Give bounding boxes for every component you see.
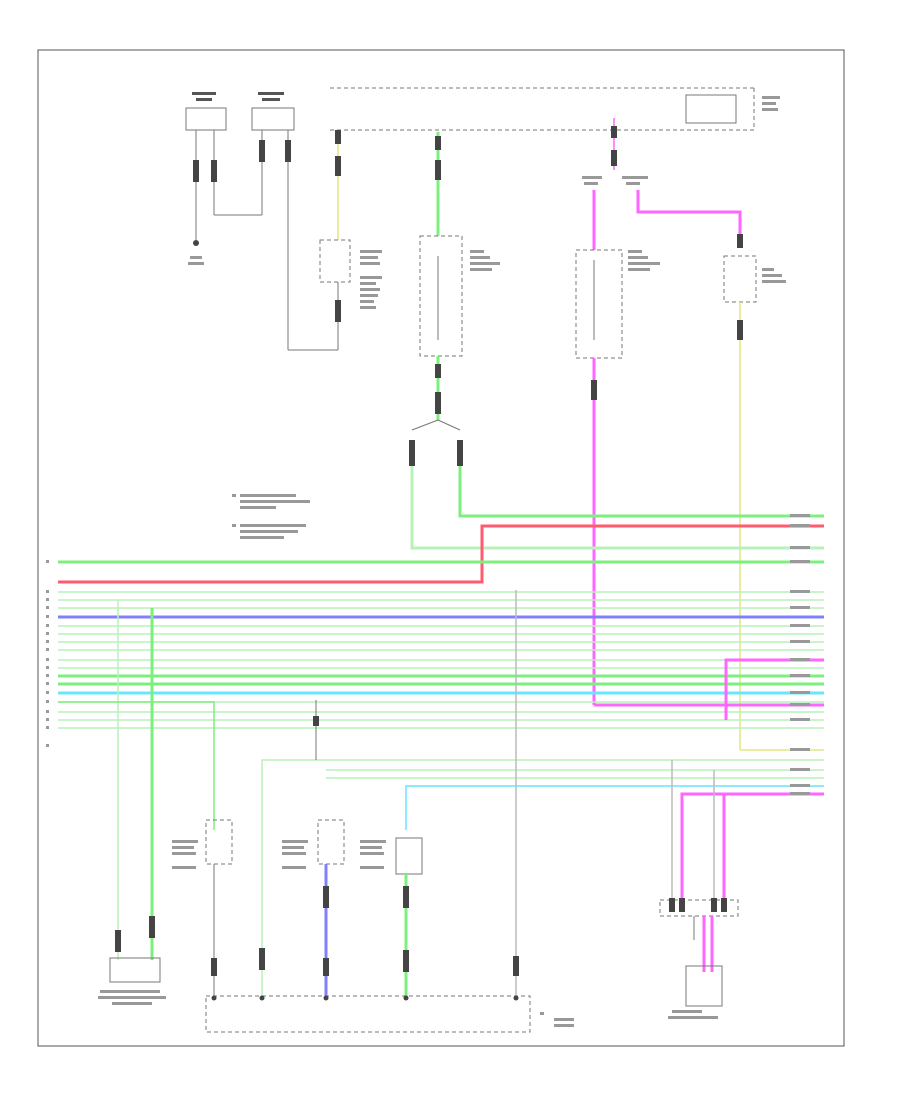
relay-far-right [636,190,786,750]
ground-bus [205,995,574,1033]
lower-center-sensors [172,590,519,1000]
top-left-fuse-group [185,92,338,351]
lower-right-component [659,760,739,1019]
feed-lines [335,118,617,240]
diagram-frame [37,49,845,1047]
relay-left [319,239,382,350]
relay-center [409,235,500,466]
left-pin-markers [46,560,49,747]
relay-right [575,176,660,705]
lower-left-component [58,600,215,1005]
harness-bus [58,466,824,1000]
top-bus [330,87,780,131]
legend-notes [232,494,310,539]
right-pin-markers [790,514,810,795]
